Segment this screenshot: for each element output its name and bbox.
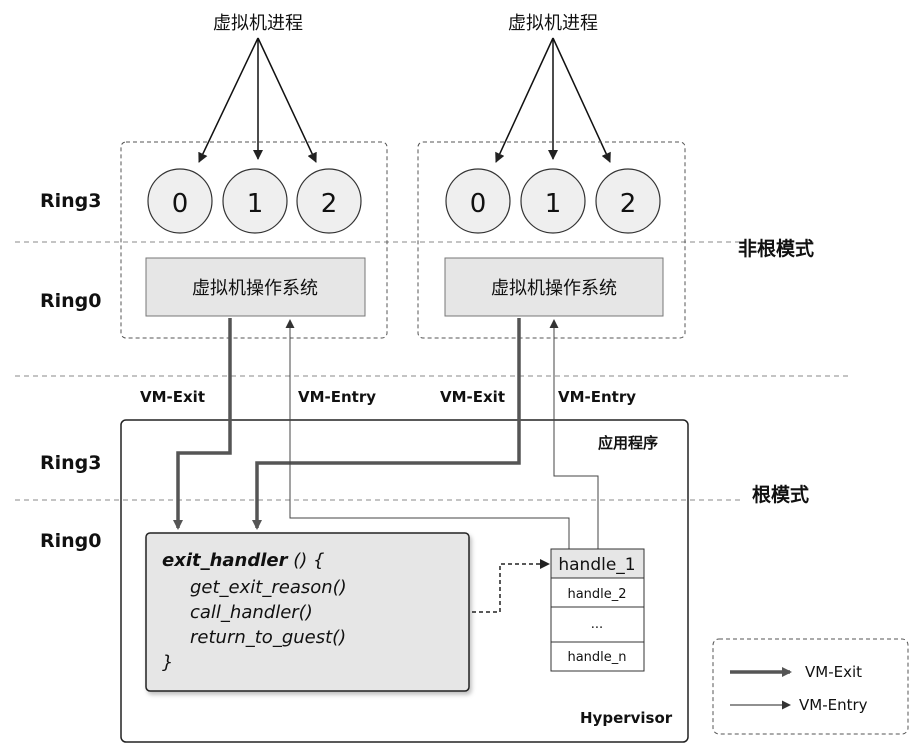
ring-circle: 1 [520,168,586,234]
ring3-label-top: Ring3 [40,190,102,212]
handle-table-row: handle_1 [558,555,635,575]
code-line: return_to_guest() [190,627,346,648]
svg-text:0: 0 [172,189,189,219]
ring0-label-top: Ring0 [40,290,102,312]
exit-handler-signature-tail: () { [288,550,325,571]
ring-circle: 2 [595,168,661,234]
handle-table-row: handle_2 [567,587,626,602]
non-root-mode-label: 非根模式 [738,237,814,260]
guest-os-box [444,257,664,317]
exit-handler-signature: exit_handler () { [162,550,324,571]
handle-table-row: ... [591,617,603,632]
svg-text:1: 1 [247,189,264,219]
vm-entry-arrow-vm2 [549,319,599,549]
vm-2: 虚拟机进程 0 1 2 虚拟机操作系统 [417,13,686,339]
vm-exit-arrow-vm1 [173,318,232,530]
hypervisor-label: Hypervisor [580,709,673,727]
root-mode-label: 根模式 [752,483,809,506]
ring-circle: 0 [147,168,213,234]
svg-text:0: 0 [470,189,487,219]
ring-circle: 1 [222,168,288,234]
guest-os-label: 虚拟机操作系统 [192,278,318,299]
exit-handler-box: exit_handler () { get_exit_reason() call… [145,532,470,692]
svg-text:2: 2 [620,189,637,219]
guest-os-label: 虚拟机操作系统 [491,278,617,299]
vm-container [417,141,686,339]
vm-entry-label: VM-Entry [558,388,636,406]
svg-text:2: 2 [321,189,338,219]
vm-exit-label: VM-Exit [440,388,505,406]
legend-entry-label: VM-Entry [799,696,868,714]
vm-entry-arrow-vm1 [285,319,570,549]
call-handler-arrow [472,559,550,613]
svg-text:1: 1 [545,189,562,219]
ring-circle: 0 [445,168,511,234]
vm-process-label: 虚拟机进程 [508,13,598,34]
vm-exit-label: VM-Exit [140,388,205,406]
handle-table-row: handle_n [567,650,626,665]
legend: VM-Exit VM-Entry [712,638,909,735]
application-label: 应用程序 [598,434,658,452]
vm-process-label: 虚拟机进程 [213,13,303,34]
vm-exit-arrow-vm2 [252,318,521,530]
ring0-label-bottom: Ring0 [40,530,102,552]
ring3-label-bottom: Ring3 [40,452,102,474]
code-line: call_handler() [190,602,313,623]
legend-exit-label: VM-Exit [805,663,862,681]
guest-os-box [145,257,366,317]
ring-circle: 2 [296,168,362,234]
vm-container [120,141,388,339]
code-line: get_exit_reason() [190,577,347,598]
vm-1: 虚拟机进程 0 1 2 虚拟机操作系统 [120,13,388,339]
hypervisor-container [120,419,689,743]
code-close-brace: } [162,652,173,673]
exit-handler-name: exit_handler [162,550,289,571]
vm-entry-label: VM-Entry [298,388,376,406]
handle-table: handle_1 handle_2 ... handle_n [550,548,645,672]
